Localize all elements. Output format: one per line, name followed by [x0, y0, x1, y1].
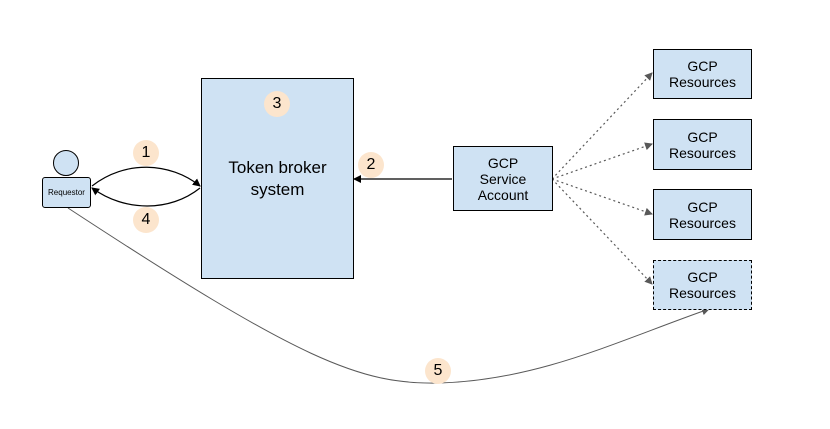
resource-label-1: GCP Resources — [669, 58, 736, 90]
requestor-label: Requestor — [48, 188, 85, 197]
edge-requestor-to-broker — [91, 166, 201, 187]
token-broker-label: Token broker system — [228, 157, 327, 199]
step-badge-4: 4 — [133, 207, 159, 233]
resource-node-1: GCP Resources — [653, 49, 752, 99]
requestor-head — [53, 150, 79, 176]
resource-label-4: GCP Resources — [669, 269, 736, 301]
edge-sa-to-resource-2 — [551, 142, 653, 180]
resource-node-2: GCP Resources — [653, 119, 752, 170]
service-account-label: GCP Service Account — [477, 154, 529, 203]
service-account-node: GCP Service Account — [453, 146, 553, 211]
step-number-3: 3 — [272, 95, 282, 112]
edge-requestor-to-resource — [67, 207, 710, 384]
edge-sa-to-resource-1 — [551, 72, 653, 180]
edge-broker-to-requestor — [91, 187, 201, 207]
resource-label-3: GCP Resources — [669, 198, 736, 231]
edge-sa-to-resource-3 — [551, 178, 653, 216]
step-badge-3: 3 — [264, 91, 290, 117]
step-number-5: 5 — [433, 362, 443, 379]
step-number-2: 2 — [366, 156, 376, 173]
resource-label-2: GCP Resources — [669, 128, 736, 161]
requestor-node: Requestor — [42, 177, 91, 208]
resource-node-3: GCP Resources — [653, 189, 752, 240]
step-badge-1: 1 — [133, 140, 159, 166]
step-badge-2: 2 — [358, 152, 384, 178]
step-number-4: 4 — [141, 211, 151, 228]
edge-sa-to-resource-4 — [551, 178, 653, 285]
resource-node-4: GCP Resources — [653, 260, 752, 310]
step-number-1: 1 — [141, 144, 151, 161]
step-badge-5: 5 — [425, 358, 451, 384]
